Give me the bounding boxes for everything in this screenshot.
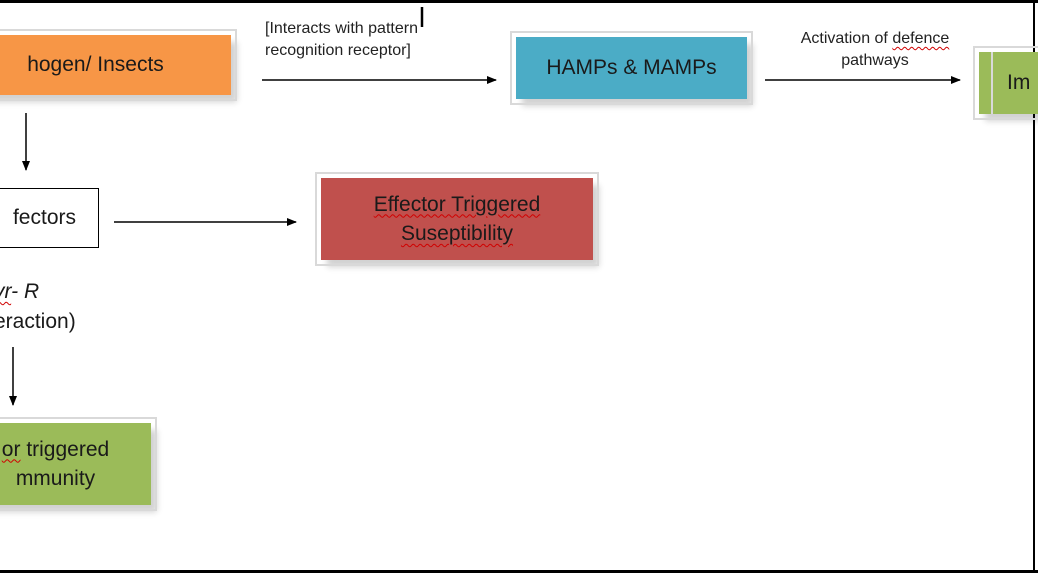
effector-triggered-immunity-node: or triggered mmunity [0,417,157,511]
avr-r-interaction-text: vr- R eraction) [0,277,76,338]
defence-annotation-line2: pathways [841,52,909,70]
immunity-label: Im [1007,71,1031,95]
prr-annotation: [Interacts with pattern recognition rece… [265,18,485,63]
eti-label-line1: or triggered [1,437,110,461]
frame-top-border [0,0,1038,3]
eti-label-line2: mmunity [15,467,96,490]
ets-label-line1: Effector Triggered [373,192,541,216]
defence-annotation: Activation of defence pathways [780,28,970,73]
immunity-node: Im [973,46,1038,120]
avr-r-line1: vr- R [0,280,40,303]
prr-annotation-line1: [Interacts with pattern [265,20,418,37]
hamps-mamps-node: HAMPs & MAMPs [510,31,753,105]
pathogen-insects-label: hogen/ Insects [27,53,164,77]
avr-r-line2: eraction) [0,310,76,334]
defence-word: defence [892,30,950,47]
effectors-node: fectors [0,188,99,248]
prr-annotation-line2: recognition receptor] [265,42,411,60]
ets-label-line2: Suseptibility [400,222,514,245]
effector-triggered-susceptibility-node: Effector Triggered Suseptibility [315,172,599,266]
pathogen-insects-node: hogen/ Insects [0,29,237,101]
frame-right-border [1033,0,1035,573]
hamps-mamps-label: HAMPs & MAMPs [546,56,717,80]
frame-bottom-border [0,570,1038,573]
defence-annotation-line1: Activation of defence [800,30,950,47]
effectors-label: fectors [12,206,76,229]
